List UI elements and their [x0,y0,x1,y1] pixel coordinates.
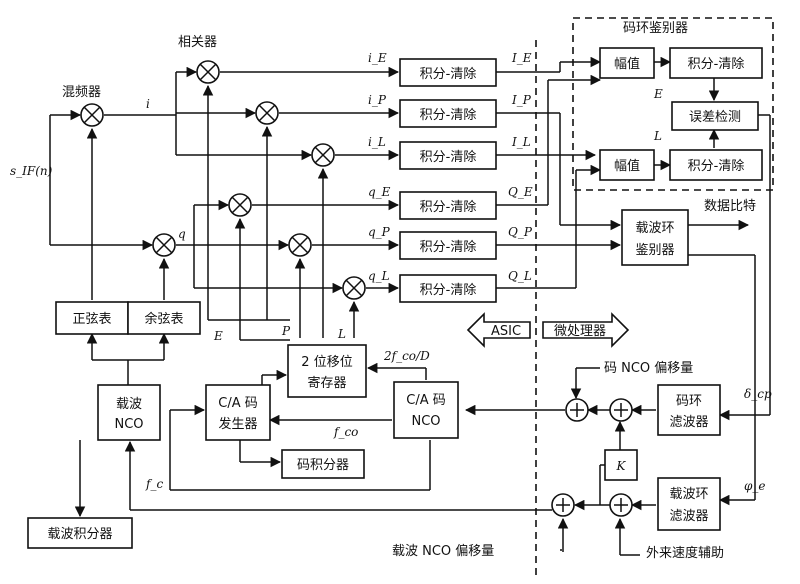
svg-text:q_E: q_E [368,185,391,199]
integrate-dump-qp [399,231,497,260]
svg-text:发生器: 发生器 [218,416,257,432]
magnitude-e [599,47,655,79]
svg-text:积分-清除: 积分-清除 [420,283,477,298]
shift-register [287,344,367,398]
svg-text:积分-清除: 积分-清除 [688,57,745,72]
svg-text:Q_P: Q_P [508,225,533,239]
carrier-integrator [27,517,133,549]
mixer-label: 混频器 [62,85,101,100]
svg-text:码积分器: 码积分器 [297,458,349,473]
svg-text:码环: 码环 [676,394,702,409]
svg-text:q_L: q_L [368,269,390,283]
svg-text:寄存器: 寄存器 [307,375,346,391]
ca-code-nco [393,381,459,439]
aiding-label: 外来速度辅助 [646,545,724,561]
svg-text:微处理器: 微处理器 [554,324,606,339]
sin-table [55,301,129,335]
svg-text:幅值: 幅值 [614,56,640,72]
svg-text:幅值: 幅值 [614,158,640,174]
svg-text:K: K [616,459,627,473]
svg-text:i_L: i_L [368,135,386,149]
gain-k [604,449,638,481]
data-bits-label: 数据比特 [704,199,756,214]
ca-code-generator [205,384,271,441]
svg-text:E: E [213,329,223,343]
integrate-dump-ie [399,58,497,87]
input-label: s_IF(n) [10,164,53,178]
code-loop-filter [657,384,721,436]
svg-text:积分-清除: 积分-清除 [420,200,477,215]
svg-text:2 位移位: 2 位移位 [301,355,352,370]
svg-text:积分-清除: 积分-清除 [420,108,477,123]
integrate-dump-e [669,47,763,79]
svg-text:滤波器: 滤波器 [669,509,708,524]
svg-text:P: P [281,324,291,338]
svg-text:NCO: NCO [411,414,440,429]
svg-text:鉴别器: 鉴别器 [635,243,674,258]
svg-text:载波积分器: 载波积分器 [47,527,112,542]
svg-text:I_P: I_P [511,93,532,107]
svg-text:L: L [653,129,662,143]
correlator-label: 相关器 [178,35,217,50]
svg-text:载波环: 载波环 [669,487,708,502]
svg-text:NCO: NCO [114,417,143,432]
svg-text:C/A 码: C/A 码 [218,396,257,411]
code-disc-frame [572,17,774,191]
svg-text:q: q [178,227,186,241]
svg-text:Q_E: Q_E [508,185,533,199]
svg-text:φ_e: φ_e [744,479,766,493]
svg-text:2f_co/D: 2f_co/D [383,349,430,363]
svg-text:误差检测: 误差检测 [689,110,741,125]
svg-text:f_c: f_c [145,477,163,491]
svg-text:ASIC: ASIC [491,324,521,339]
svg-text:i: i [146,97,150,111]
svg-text:滤波器: 滤波器 [669,415,708,430]
integrate-dump-ql [399,274,497,303]
svg-text:I_E: I_E [511,51,532,65]
svg-text:δ_cp: δ_cp [744,387,772,401]
svg-text:Q_L: Q_L [508,269,532,283]
carrier-discriminator [621,209,689,266]
integrate-dump-il [399,141,497,170]
carrier-loop-filter [657,477,721,531]
micro-arrow [542,312,630,348]
error-detector [671,101,759,131]
svg-text:余弦表: 余弦表 [144,311,183,327]
svg-text:积分-清除: 积分-清除 [420,240,477,255]
svg-text:载波: 载波 [116,397,142,412]
svg-text:L: L [337,327,346,341]
svg-text:E: E [653,87,663,101]
integrate-dump-ip [399,99,497,128]
svg-text:I_L: I_L [511,135,531,149]
code-disc-title: 码环鉴别器 [623,21,688,36]
integrate-dump-l [669,149,763,181]
code-nco-offset-label: 码 NCO 偏移量 [604,361,693,376]
svg-text:正弦表: 正弦表 [72,311,111,327]
carrier-nco-offset-label: 载波 NCO 偏移量 [392,544,494,559]
svg-text:q_P: q_P [368,225,391,239]
svg-text:C/A 码: C/A 码 [406,393,445,408]
integrate-dump-qe [399,191,497,220]
svg-text:积分-清除: 积分-清除 [420,150,477,165]
svg-text:i_E: i_E [368,51,387,65]
svg-text:f_co: f_co [333,425,358,439]
carrier-nco [97,384,161,441]
code-integrator [281,449,365,479]
cos-table [127,301,201,335]
svg-text:i_P: i_P [368,93,387,107]
svg-text:载波环: 载波环 [635,221,674,236]
asic-arrow [466,312,531,348]
magnitude-l [599,149,655,181]
svg-text:积分-清除: 积分-清除 [420,67,477,82]
svg-text:积分-清除: 积分-清除 [688,159,745,174]
